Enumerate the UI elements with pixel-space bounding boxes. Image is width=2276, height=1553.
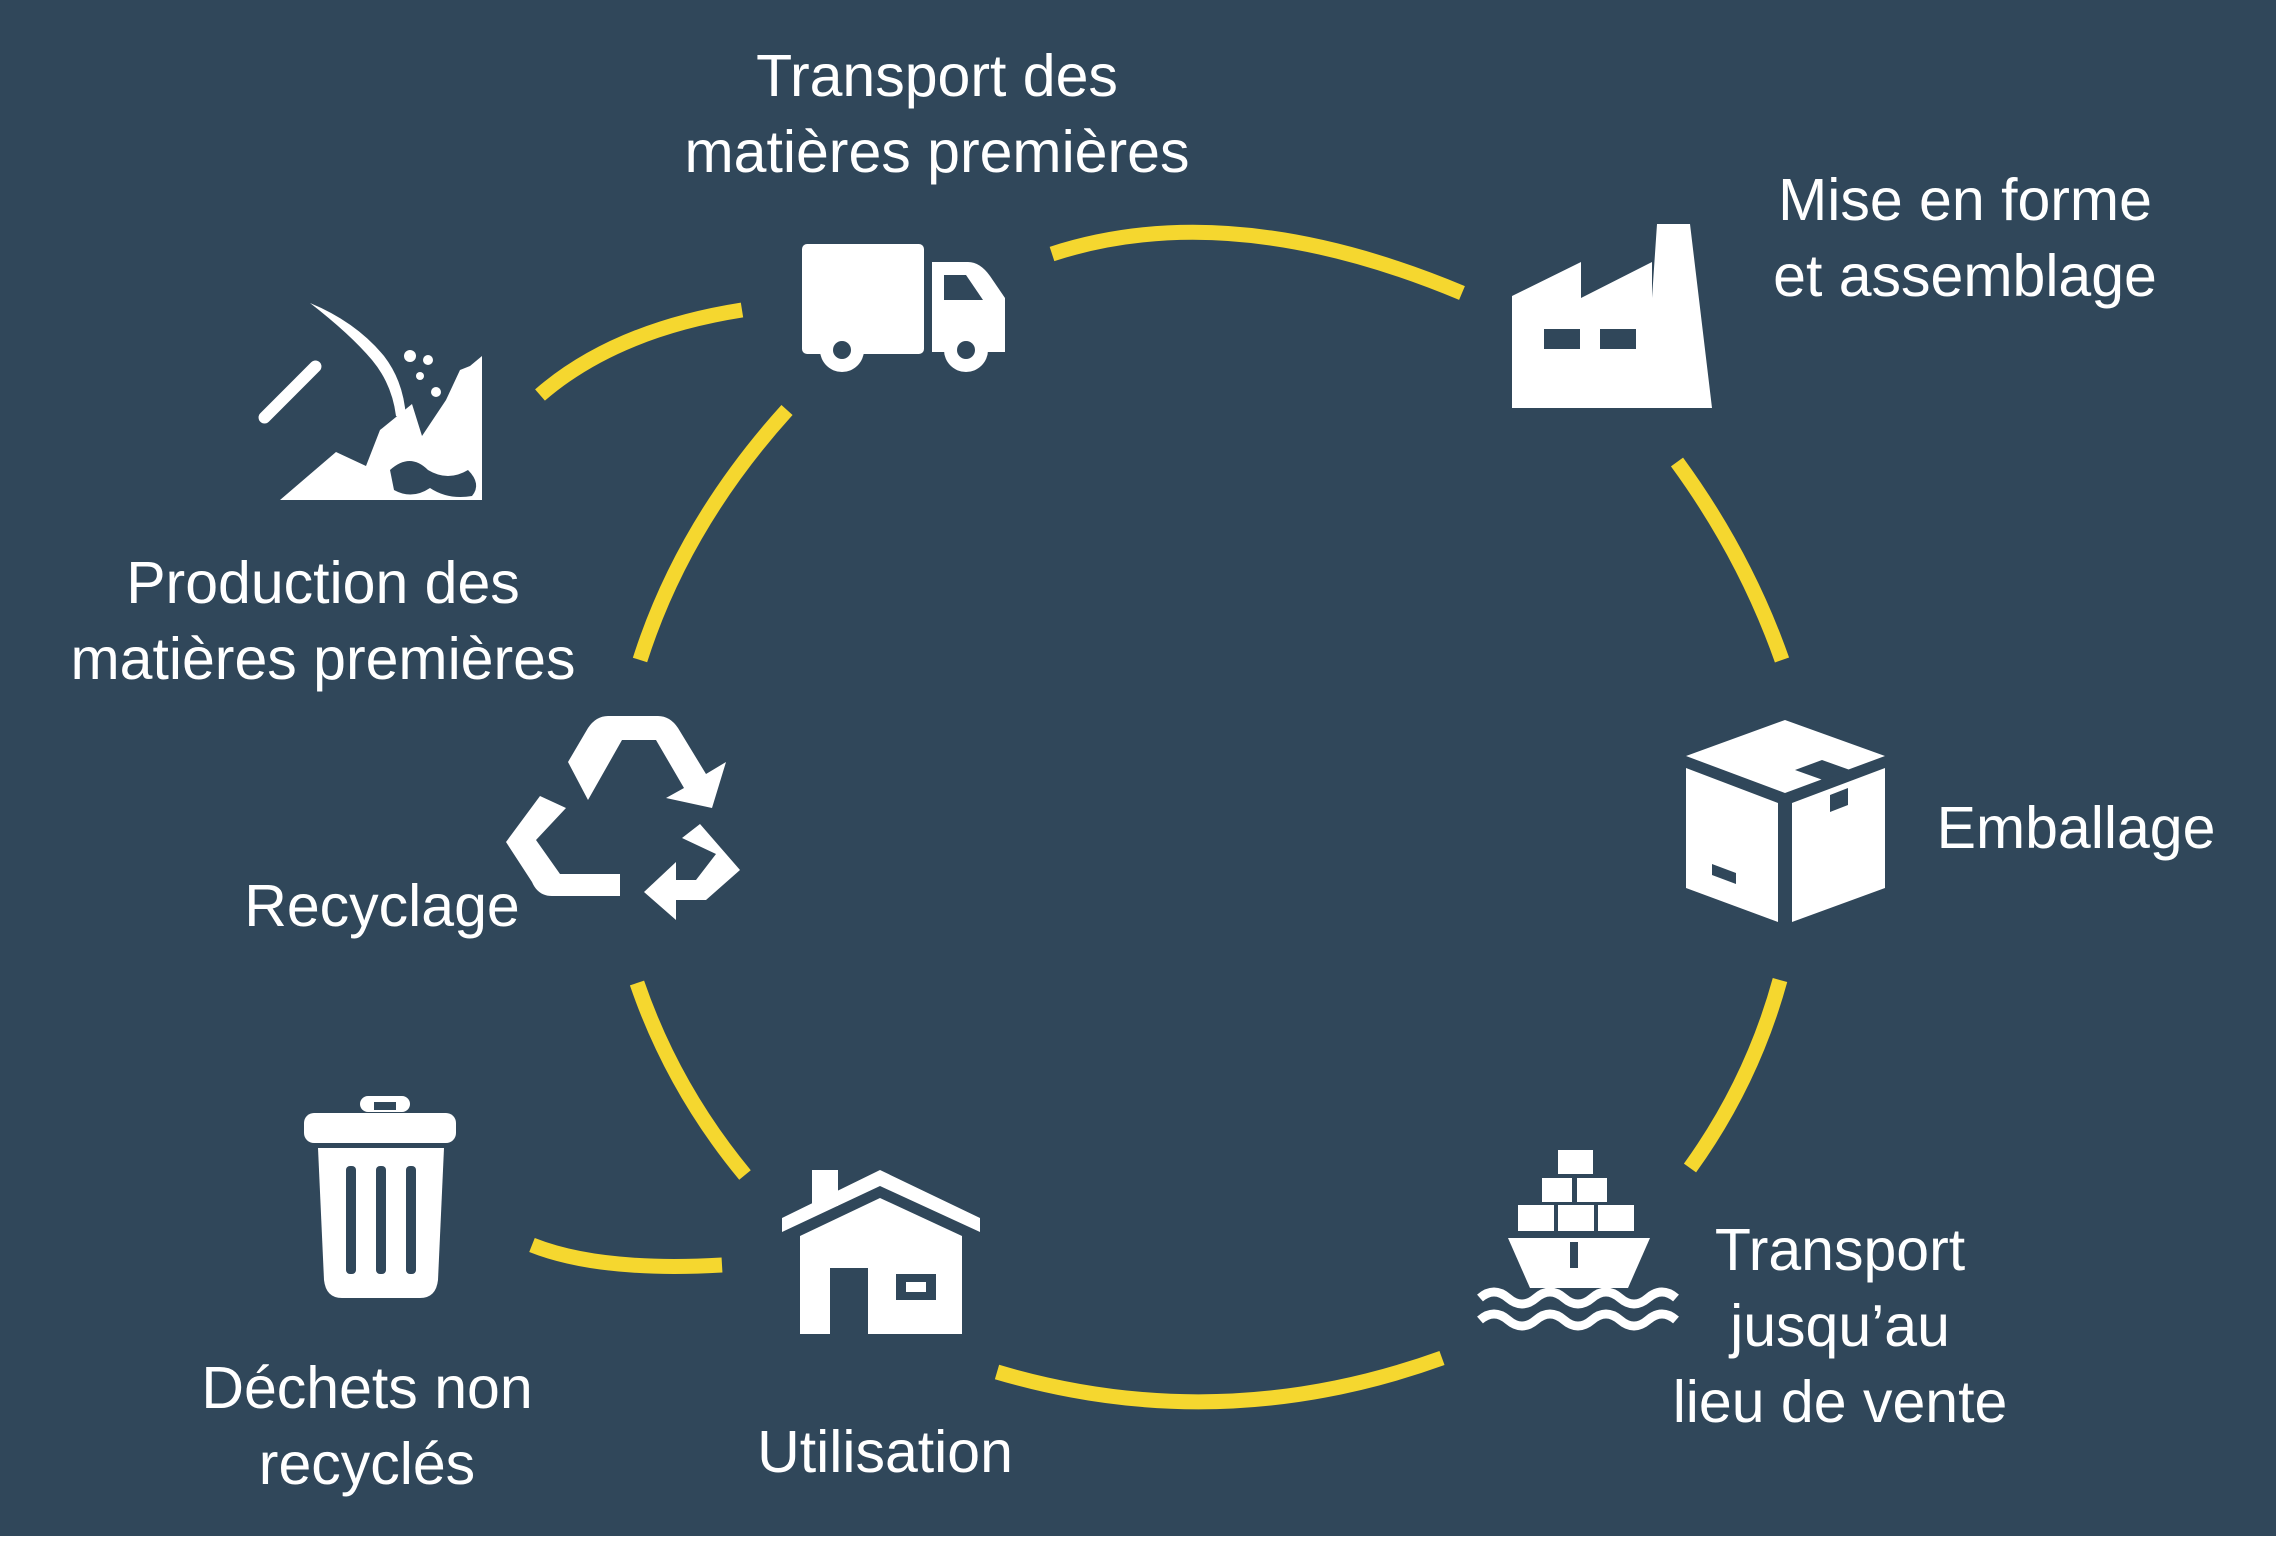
label-packaging: Emballage (1937, 790, 2216, 866)
label-line: Transport des (756, 43, 1118, 109)
arc-ship-to-house (994, 1350, 1445, 1410)
arc-house-to-recycle (629, 980, 751, 1180)
label-usage: Utilisation (757, 1414, 1013, 1490)
recycle-icon (506, 716, 740, 920)
pickaxe-mine-icon (258, 303, 482, 500)
label-line: Transport (1714, 1217, 1966, 1283)
label-line: matières premières (684, 119, 1190, 185)
label-line: recyclés (258, 1431, 476, 1497)
label-line: Emballage (1936, 795, 2216, 861)
label-production: Production des matières premières (71, 545, 576, 697)
label-transport-sale: Transport jusqu’au lieu de vente (1673, 1212, 2008, 1440)
label-line: jusqu’au (1730, 1293, 1950, 1359)
arc-box-to-ship (1683, 978, 1788, 1173)
label-waste: Déchets non recyclés (201, 1350, 532, 1502)
house-icon (782, 1170, 980, 1334)
label-line: Recyclage (244, 873, 520, 939)
cargo-ship-icon (1477, 1150, 1679, 1331)
label-transport-raw: Transport des matières premières (685, 38, 1190, 190)
label-recycling: Recyclage (244, 868, 519, 944)
label-line: et assemblage (1773, 243, 2157, 309)
arc-mine-to-transport (535, 302, 744, 401)
label-line: lieu de vente (1672, 1369, 2008, 1435)
factory-icon (1512, 224, 1712, 408)
label-line: Mise en forme (1778, 167, 2152, 233)
label-line: matières premières (70, 626, 576, 692)
cycle-arcs (529, 224, 1790, 1410)
truck-icon (802, 244, 1005, 372)
label-forming: Mise en forme et assemblage (1773, 162, 2157, 314)
label-line: Production des (126, 550, 520, 616)
arc-recycle-to-transport (632, 404, 793, 663)
box-icon (1686, 720, 1885, 922)
label-line: Utilisation (757, 1419, 1013, 1485)
arc-transport-to-factory (1049, 224, 1465, 300)
arc-trash-to-house (529, 1238, 723, 1274)
arc-factory-to-box (1670, 457, 1790, 663)
label-line: Déchets non (201, 1355, 533, 1421)
trash-can-icon (304, 1096, 456, 1298)
